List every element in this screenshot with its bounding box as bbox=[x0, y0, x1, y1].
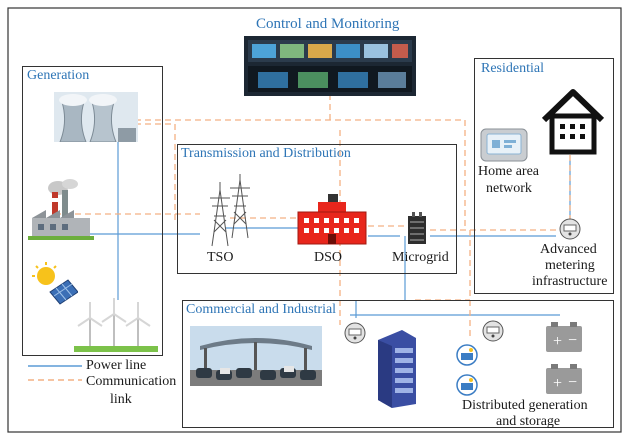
svg-text:−: − bbox=[568, 374, 577, 391]
svg-text:+: + bbox=[553, 333, 562, 350]
transmission-label: Transmission and Distribution bbox=[181, 146, 351, 161]
ami-label-line1: Advanced bbox=[540, 242, 597, 257]
smart-meter-icon-commercial bbox=[344, 322, 366, 344]
ev-charging-station-photo bbox=[190, 326, 322, 386]
legend-comm-link-label-line2: link bbox=[110, 392, 132, 407]
solar-panel-icon bbox=[32, 262, 78, 305]
microgrid-transformer-icon bbox=[408, 212, 426, 244]
outer-frame bbox=[7, 7, 622, 433]
nuclear-plant-icon bbox=[54, 92, 138, 142]
legend-comm-link-label-line1: Communication bbox=[86, 374, 177, 389]
dso-building-icon bbox=[297, 194, 367, 245]
ami-label-line3: infrastructure bbox=[532, 274, 608, 289]
smart-meter-icon-distributed bbox=[482, 320, 504, 342]
legend-power-line-label: Power line bbox=[86, 358, 147, 373]
distributed-generation-label-line1: Distributed generation bbox=[462, 398, 588, 413]
dso-label: DSO bbox=[314, 250, 343, 265]
comm-link-gen-to-td bbox=[135, 123, 176, 220]
commercial-box bbox=[182, 300, 614, 428]
transmission-box bbox=[177, 144, 457, 274]
generation-box bbox=[22, 66, 163, 356]
office-building-icon bbox=[378, 330, 416, 408]
ami-label-line2: metering bbox=[545, 258, 595, 273]
microgrid-label: Microgrid bbox=[392, 250, 449, 265]
distributed-generation-label-line2: and storage bbox=[496, 414, 561, 429]
tso-label: TSO bbox=[207, 250, 234, 265]
tso-tower-icon bbox=[210, 174, 250, 247]
battery-storage-icon-bottom: +− bbox=[546, 364, 582, 394]
home-area-network-label-line1: Home area bbox=[478, 164, 540, 179]
home-area-network-label-line2: network bbox=[486, 181, 532, 196]
smart-home-icon bbox=[541, 89, 605, 155]
factory-icon bbox=[28, 179, 94, 240]
home-area-network-device-icon bbox=[480, 128, 528, 162]
generation-label: Generation bbox=[27, 68, 90, 83]
svg-text:−: − bbox=[568, 332, 577, 349]
svg-text:+: + bbox=[553, 375, 562, 392]
residential-box bbox=[474, 58, 614, 294]
distributed-solar-icon-bottom bbox=[456, 374, 478, 396]
commercial-label: Commercial and Industrial bbox=[186, 302, 337, 317]
comm-link-generation-top bbox=[135, 119, 466, 228]
wind-turbines-icon bbox=[74, 298, 158, 352]
communication-links bbox=[55, 94, 571, 340]
control-room-image bbox=[244, 36, 416, 96]
distributed-solar-icon-top bbox=[456, 344, 478, 366]
control-monitoring-title: Control and Monitoring bbox=[256, 16, 400, 32]
legend-swatches bbox=[28, 365, 82, 381]
residential-label: Residential bbox=[481, 61, 544, 76]
battery-storage-icon-top: +− bbox=[546, 322, 582, 352]
smart-meter-icon-residential bbox=[559, 218, 581, 240]
